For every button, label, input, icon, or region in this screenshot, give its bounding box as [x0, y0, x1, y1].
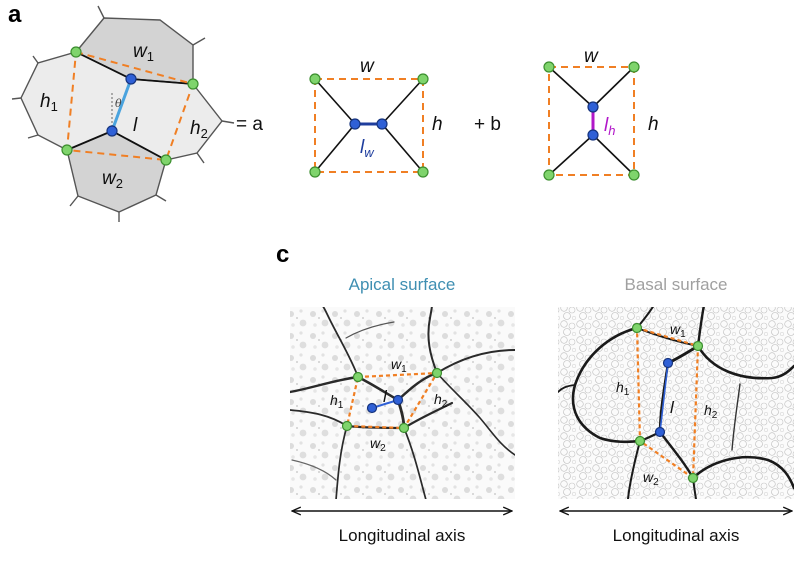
blue-vertices — [106, 73, 137, 137]
term-b-lh: lh — [604, 115, 615, 138]
basal-interface-l — [659, 362, 669, 433]
apical-w1: w1 — [391, 356, 407, 375]
term-b-diagram: w h lh — [543, 46, 659, 181]
basal-axis-label: Longitudinal axis — [613, 526, 740, 545]
apical-l: l — [383, 387, 388, 406]
basal-h2: h2 — [704, 402, 718, 421]
apical-h2: h2 — [434, 391, 448, 410]
theta-label: θ — [115, 97, 122, 110]
plus-b-label: + b — [474, 114, 501, 135]
term-b-w: w — [584, 46, 599, 67]
interface-l — [110, 78, 133, 132]
apical-h1: h1 — [330, 392, 344, 411]
label-w2: w2 — [102, 168, 123, 191]
apical-micrograph: w1 h1 h2 w2 l — [290, 307, 515, 499]
panel-label-c: c — [276, 241, 289, 268]
label-l: l — [133, 115, 138, 136]
basal-h1: h1 — [616, 379, 630, 398]
term-a-diagram: w h lw — [309, 56, 443, 178]
label-h2: h2 — [190, 118, 208, 141]
label-w1: w1 — [133, 41, 154, 64]
term-b-h: h — [648, 114, 659, 135]
term-a-h: h — [432, 114, 443, 135]
term-b-box — [548, 66, 635, 176]
term-a-lw: lw — [360, 137, 375, 160]
term-a-box — [314, 78, 424, 173]
apical-w2: w2 — [370, 435, 386, 454]
basal-micrograph: w1 h1 h2 w2 l — [558, 307, 794, 499]
basal-w1: w1 — [670, 321, 686, 340]
basal-w2: w2 — [643, 469, 659, 488]
green-vertices — [61, 46, 199, 166]
junction-edges — [66, 51, 194, 161]
panel-label-a: a — [8, 1, 22, 28]
outer-cell-edges — [11, 5, 235, 222]
basal-l: l — [670, 398, 675, 417]
basal-orange-quad — [635, 326, 700, 481]
label-h1: h1 — [40, 91, 58, 114]
equals-a-label: = a — [236, 114, 263, 135]
cell-packing-diagram: θ w1 h1 h2 w2 l — [11, 5, 235, 222]
basal-title: Basal surface — [625, 275, 728, 294]
apical-title: Apical surface — [349, 275, 456, 294]
apical-axis-label: Longitudinal axis — [339, 526, 466, 545]
term-a-w: w — [360, 56, 375, 77]
